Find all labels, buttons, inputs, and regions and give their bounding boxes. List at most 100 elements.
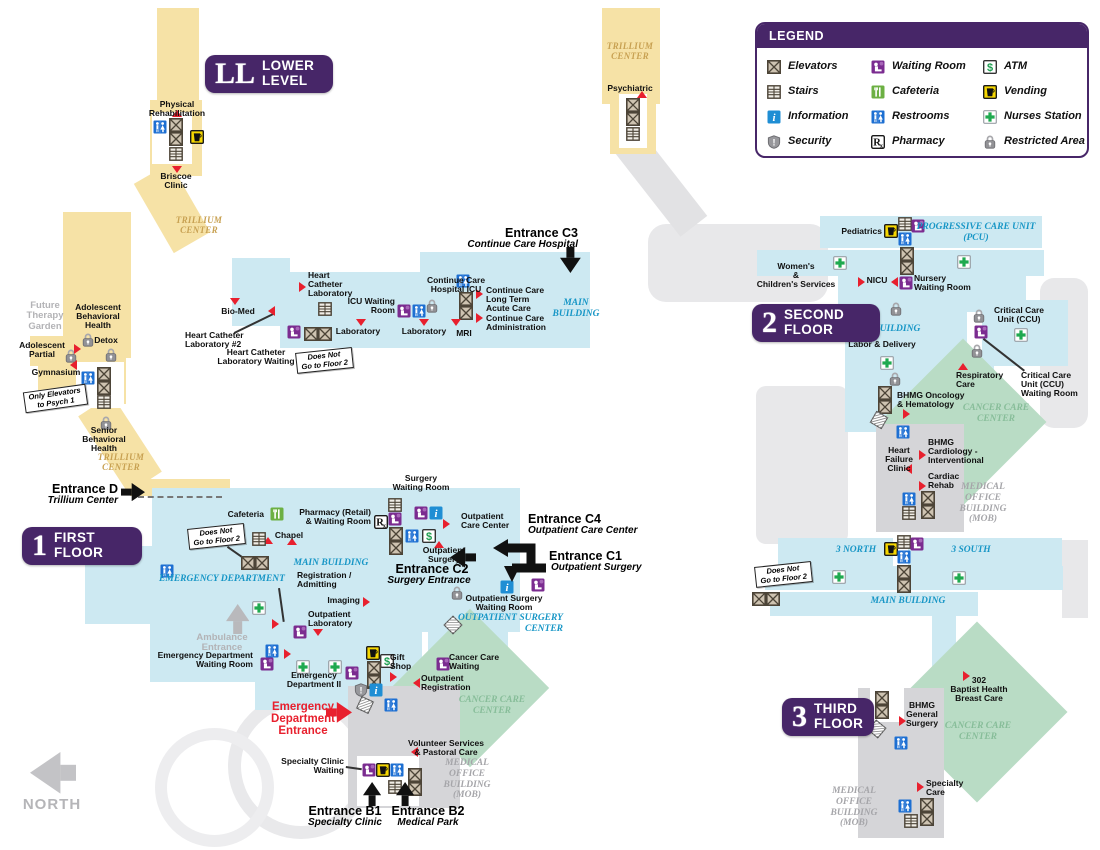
elevators-icon xyxy=(921,505,935,519)
direction-marker-icon xyxy=(272,619,279,629)
nurses-station-icon xyxy=(252,601,266,615)
legend-grid: Elevators Waiting Room $ ATM Stairs Cafeteria… xyxy=(757,48,1087,156)
direction-marker-icon xyxy=(891,277,898,287)
emergency-entrance-arrow xyxy=(326,702,352,728)
stairs-icon xyxy=(388,498,402,512)
elevators-icon xyxy=(97,381,111,395)
direction-marker-icon xyxy=(284,649,291,659)
direction-marker-icon xyxy=(287,538,297,545)
elevators-icon xyxy=(318,327,332,341)
legend-item-label: Waiting Room xyxy=(892,60,966,72)
nurses-station-icon xyxy=(880,356,894,370)
building-mob-1f xyxy=(420,686,460,748)
map-label: Critical Care Unit (CCU) xyxy=(993,305,1045,325)
nurses-station-icon xyxy=(952,571,966,585)
direction-marker-icon xyxy=(230,298,240,305)
stairs-icon xyxy=(897,535,911,549)
information-icon: i xyxy=(500,580,514,594)
legend-item: Vending xyxy=(983,79,1087,104)
legend-item-label: Cafeteria xyxy=(892,85,940,97)
map-label: Entrance C3 xyxy=(505,226,578,240)
map-label: 3 SOUTH xyxy=(951,545,991,555)
callout-note: Does Not Go to Floor 2 xyxy=(295,347,354,375)
map-label: MAIN BUILDING xyxy=(552,298,600,319)
direction-marker-icon xyxy=(958,363,968,370)
stairs-icon xyxy=(902,506,916,520)
legend-item-label: Pharmacy xyxy=(892,135,945,147)
building-continue-care xyxy=(420,252,590,328)
second-floor-badge: 2 SECOND FLOOR xyxy=(752,304,880,342)
map-label: Heart Catheter Laboratory #2 xyxy=(185,330,244,350)
map-label: TRILLIUM CENTER xyxy=(175,215,223,235)
map-label: NICU xyxy=(866,275,888,285)
restrooms-icon xyxy=(390,763,404,777)
map-label: Heart Catheter Laboratory xyxy=(308,270,353,299)
restrooms-icon xyxy=(896,425,910,439)
restrooms-icon xyxy=(153,120,167,134)
elevators-icon xyxy=(367,661,381,675)
direction-marker-icon xyxy=(172,166,182,173)
restricted-area-icon xyxy=(889,302,903,316)
map-label: Respiratory Care xyxy=(956,370,1004,390)
direction-marker-icon xyxy=(963,671,970,681)
map-label: MRI xyxy=(456,328,472,338)
direction-marker-icon xyxy=(74,344,81,354)
vending-icon xyxy=(884,542,898,556)
nurses-station-icon xyxy=(983,109,998,124)
direction-marker-icon xyxy=(363,597,370,607)
direction-marker-icon xyxy=(919,450,926,460)
stairs-icon xyxy=(898,217,912,231)
legend-item: Cafeteria xyxy=(871,79,983,104)
map-label: Trillium Center xyxy=(47,495,118,506)
legend-item-label: Security xyxy=(788,135,832,147)
map-label: Future Therapy Garden xyxy=(26,300,64,332)
map-label: Pediatrics xyxy=(841,226,882,236)
map-label: Entrance D xyxy=(52,482,118,496)
building-third-floor xyxy=(770,592,978,616)
map-label: Gymnasium xyxy=(31,367,81,377)
map-label: Outpatient Registration xyxy=(421,673,471,693)
elevators-icon xyxy=(389,527,403,541)
waiting-room-icon xyxy=(531,578,545,592)
direction-marker-icon xyxy=(637,91,647,98)
driveway-loop xyxy=(155,728,274,847)
waiting-room-icon xyxy=(414,506,428,520)
entrance-canopy-icon xyxy=(869,410,889,430)
map-label: Cancer Care Waiting xyxy=(449,652,500,672)
elevators-icon xyxy=(255,556,269,570)
map-label: ICU Waiting Room xyxy=(347,296,395,316)
map-label: Adolescent Behavioral Health xyxy=(75,302,121,331)
stairs-icon xyxy=(388,780,402,794)
elevators-icon xyxy=(626,98,640,112)
map-label: Labor & Delivery xyxy=(848,339,916,349)
map-label: Continue Care Long Term Acute Care xyxy=(486,285,545,314)
legend-item-label: Elevators xyxy=(788,60,838,72)
legend-item: Waiting Room xyxy=(871,54,983,79)
svg-text:i: i xyxy=(505,582,509,594)
elevators-icon xyxy=(626,112,640,126)
direction-marker-icon xyxy=(411,747,418,757)
restrooms-icon xyxy=(160,564,174,578)
legend-item-label: ATM xyxy=(1004,60,1028,72)
map-label: Outpatient Care Center xyxy=(461,511,510,531)
map-label: MAIN BUILDING xyxy=(870,596,946,606)
floor-numeral: 2 xyxy=(762,306,777,339)
entrance-d-arrow xyxy=(121,483,145,506)
legend-item: !Security xyxy=(767,129,871,154)
map-label: Entrance B2 xyxy=(391,804,465,818)
elevators-icon xyxy=(767,59,782,74)
restricted-area-icon xyxy=(81,333,95,347)
restrooms-icon xyxy=(412,304,426,318)
map-label: Women's & Children's Services xyxy=(756,261,836,290)
nurses-station-icon xyxy=(296,660,310,674)
legend-item-label: Vending xyxy=(1004,85,1047,97)
svg-text:$: $ xyxy=(987,62,993,74)
stairs-icon xyxy=(252,532,266,546)
legend-item: Restricted Area xyxy=(983,129,1087,154)
restricted-area-icon xyxy=(970,344,984,358)
map-label: Outpatient Care Center xyxy=(528,525,638,536)
waiting-room-icon xyxy=(911,219,925,233)
legend-item: Stairs xyxy=(767,79,871,104)
elevators-icon xyxy=(878,400,892,414)
restrooms-icon xyxy=(405,529,419,543)
